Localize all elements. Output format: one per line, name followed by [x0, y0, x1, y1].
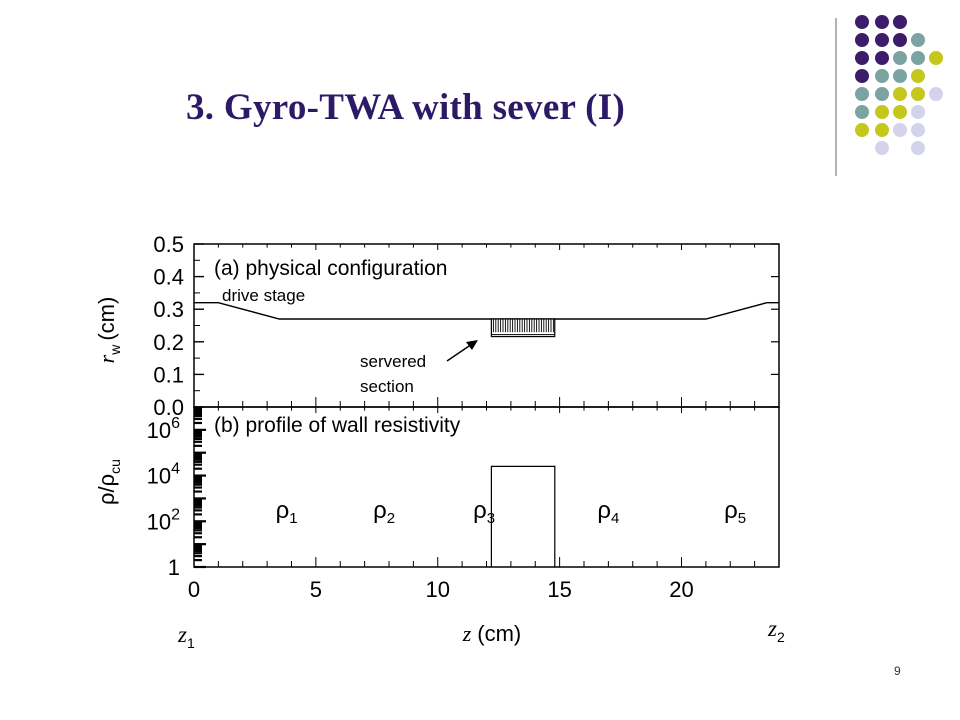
region-label-rho: ρ4	[597, 497, 619, 527]
decorative-dot	[893, 87, 907, 101]
decorative-dot	[855, 15, 869, 29]
panel-a-minor-ticks	[193, 244, 780, 407]
decorative-dot	[875, 33, 889, 47]
region-label-rho: ρ2	[373, 497, 395, 527]
decorative-dot	[911, 33, 925, 47]
region-label-rho: ρ1	[276, 497, 298, 527]
decorative-dot	[855, 105, 869, 119]
annotation-section: section	[360, 377, 414, 396]
decorative-dot	[875, 87, 889, 101]
sever-arrow	[446, 340, 478, 362]
decorative-dot	[911, 87, 925, 101]
panel-a-y-ticks: 0.0 0.1 0.2 0.3 0.4 0.5	[153, 232, 779, 420]
decorative-dot	[875, 123, 889, 137]
decorative-dot	[855, 87, 869, 101]
z1-marker: z1	[177, 622, 195, 651]
panel-b-y-ticks: 1 102 104 106	[147, 415, 204, 580]
decorative-dot	[893, 15, 907, 29]
decorative-dot	[875, 141, 889, 155]
region-label-rho: ρ3	[473, 497, 495, 527]
x-tick-label: 15	[547, 577, 571, 602]
log-tick-label: 104	[147, 461, 180, 489]
z2-marker: z2	[767, 616, 785, 645]
x-ticks: 0 5 10 15 20	[188, 407, 780, 602]
decorative-dot	[893, 51, 907, 65]
panel-b-y-axis-label: ρ/ρcu	[94, 459, 123, 505]
log-tick-label: 102	[147, 506, 180, 534]
slide-title: 3. Gyro-TWA with sever (I)	[186, 87, 626, 128]
region-label-rho: ρ5	[724, 497, 746, 527]
decorative-dot	[855, 51, 869, 65]
decorative-dot	[855, 69, 869, 83]
resistivity-step-line	[490, 465, 556, 567]
y-tick-label: 0.5	[153, 232, 184, 257]
x-tick-label: 0	[188, 577, 200, 602]
panel-a-y-axis-label: rw(cm)	[94, 297, 123, 364]
decorative-dot	[893, 105, 907, 119]
x-tick-label: 20	[669, 577, 693, 602]
decorative-dot	[929, 51, 943, 65]
decorative-dot	[911, 69, 925, 83]
panel-b-minor-ticks	[194, 406, 206, 569]
log-tick-label: 106	[147, 415, 180, 443]
decorative-dot	[893, 123, 907, 137]
decorative-dot	[855, 33, 869, 47]
decorative-dot	[911, 123, 925, 137]
wall-radius-line	[194, 302, 779, 320]
decorative-dot	[893, 33, 907, 47]
page-number: 9	[894, 664, 901, 678]
decorative-dot	[911, 105, 925, 119]
annotation-drive-stage: drive stage	[222, 286, 305, 305]
y-tick-label: 0.2	[153, 330, 184, 355]
decorative-dot	[855, 123, 869, 137]
decorative-dot	[911, 141, 925, 155]
log-tick-label: 1	[168, 555, 180, 580]
decorative-dot	[893, 69, 907, 83]
x-axis-label: z(cm)	[462, 621, 522, 646]
decorative-dot	[911, 51, 925, 65]
y-tick-label: 0.4	[153, 265, 184, 290]
x-tick-label: 10	[426, 577, 450, 602]
y-tick-label: 0.0	[153, 395, 184, 420]
decorative-dot	[875, 15, 889, 29]
x-tick-label: 5	[310, 577, 322, 602]
decorative-dot	[875, 105, 889, 119]
sever-section-block	[490, 318, 556, 338]
panel-a-label: (a) physical configuration	[214, 257, 447, 280]
y-tick-label: 0.1	[153, 362, 184, 387]
decorative-dot	[875, 51, 889, 65]
decorative-dot	[929, 87, 943, 101]
region-labels: ρ1 ρ2 ρ3 ρ4 ρ5	[276, 497, 747, 527]
decorative-dot-grid	[855, 15, 943, 155]
panel-b-label: (b) profile of wall resistivity	[214, 414, 461, 437]
y-tick-label: 0.3	[153, 297, 184, 322]
decorative-dot	[875, 69, 889, 83]
annotation-servered: servered	[360, 352, 426, 371]
